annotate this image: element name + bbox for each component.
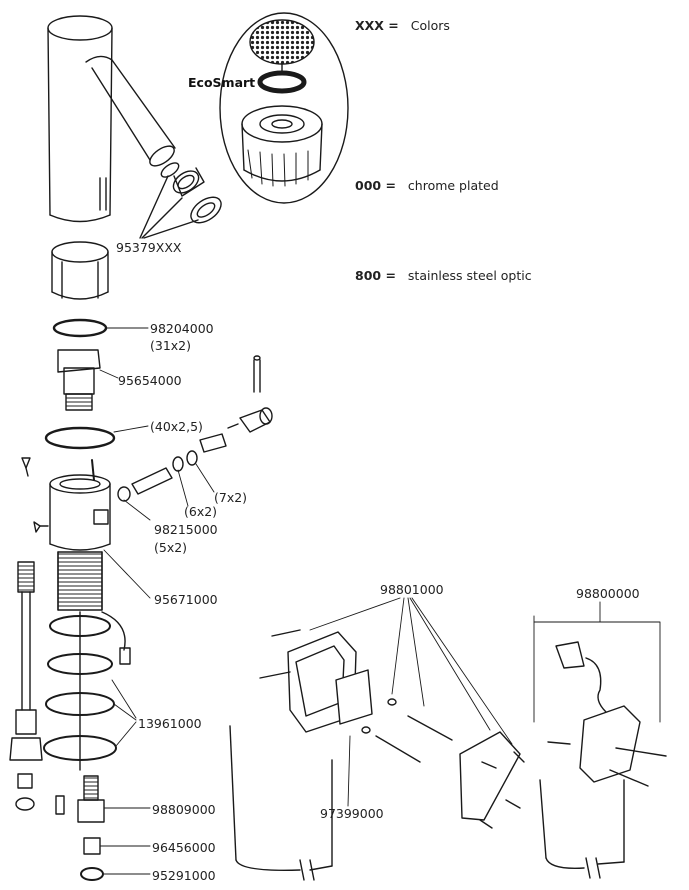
screws-and-cover bbox=[309, 597, 525, 829]
set-screws bbox=[21, 457, 49, 533]
part-13961000: 13961000 bbox=[138, 716, 202, 731]
o-ring-31x2 bbox=[52, 318, 108, 338]
part-98215000-size: (5x2) bbox=[154, 540, 188, 555]
valve-cap bbox=[51, 241, 109, 300]
ecosmart-callout bbox=[219, 12, 349, 204]
part-97399000: 97399000 bbox=[320, 806, 384, 821]
part-95671000: 95671000 bbox=[154, 592, 218, 607]
part-oring-40x2-5: (40x2,5) bbox=[150, 419, 203, 434]
part-95654000: 95654000 bbox=[118, 373, 182, 388]
legend-000-code: 000 = bbox=[355, 178, 396, 193]
part-7x2: (7x2) bbox=[214, 490, 248, 505]
part-96456000: 96456000 bbox=[152, 840, 216, 855]
valve-housing bbox=[49, 459, 151, 665]
legend-000: 000 = chrome plated bbox=[355, 178, 499, 193]
part-98215000: 98215000 bbox=[154, 522, 218, 537]
part-98809000: 98809000 bbox=[152, 802, 216, 817]
part-95379xxx: 95379XXX bbox=[116, 240, 182, 255]
supply-hose bbox=[9, 561, 65, 815]
part-98204000: 98204000 bbox=[150, 321, 214, 336]
legend-000-text: chrome plated bbox=[407, 178, 499, 193]
legend-xxx: XXX = Colors bbox=[355, 18, 450, 33]
o-ring-40x2-5 bbox=[44, 426, 116, 450]
part-95291000: 95291000 bbox=[152, 868, 216, 883]
faucet-body bbox=[47, 15, 176, 223]
part-6x2: (6x2) bbox=[184, 504, 218, 519]
bypass-fitting bbox=[117, 355, 273, 521]
mounting-washers bbox=[43, 611, 137, 771]
legend-xxx-text: Colors bbox=[410, 18, 450, 33]
legend-800-code: 800 = bbox=[355, 268, 396, 283]
control-box bbox=[229, 629, 373, 881]
part-98800000: 98800000 bbox=[576, 586, 640, 601]
ecosmart-label: EcoSmart bbox=[188, 75, 256, 90]
legend-xxx-code: XXX = bbox=[355, 18, 399, 33]
legend-800: 800 = stainless steel optic bbox=[355, 268, 532, 283]
part-98204000-size: (31x2) bbox=[150, 338, 192, 353]
solenoid-valve bbox=[57, 349, 119, 411]
legend-800-text: stainless steel optic bbox=[407, 268, 532, 283]
power-supply-unit bbox=[533, 601, 667, 879]
aerator-set bbox=[139, 162, 222, 239]
part-98801000: 98801000 bbox=[380, 582, 444, 597]
bottom-nuts bbox=[77, 775, 151, 881]
